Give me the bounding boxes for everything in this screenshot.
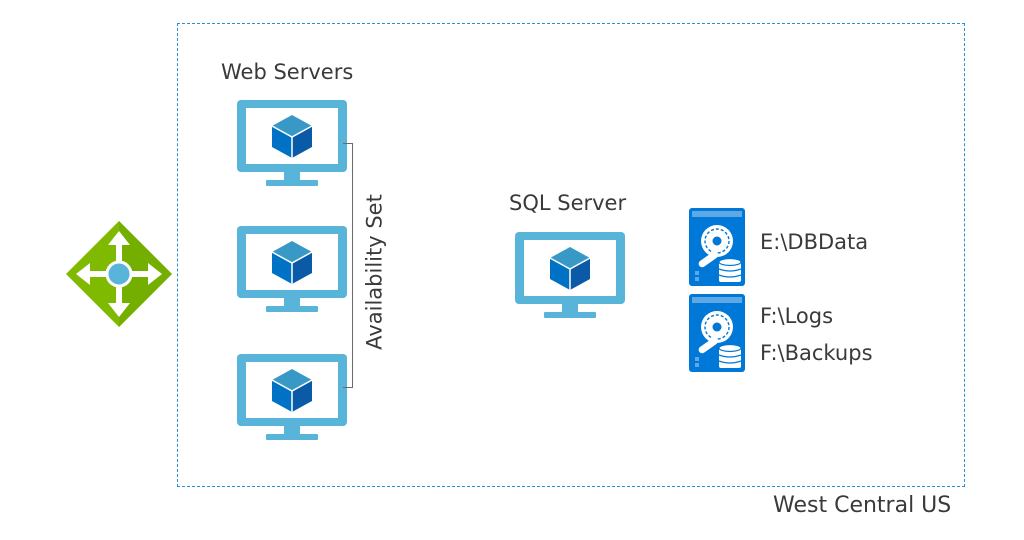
sql-server-label: SQL Server bbox=[509, 191, 627, 215]
backup-disk-label: F:\Backups bbox=[760, 341, 873, 365]
load-balancer-icon bbox=[66, 221, 172, 327]
data-disk-icon bbox=[689, 208, 745, 286]
availability-set-label: Availability Set bbox=[362, 194, 387, 350]
region-boundary bbox=[177, 23, 965, 487]
web-server-2-vm-icon bbox=[237, 226, 347, 313]
log-disk-label: F:\Logs bbox=[760, 304, 834, 328]
web-server-1-vm-icon bbox=[237, 100, 347, 187]
sql-server-vm-icon bbox=[515, 232, 625, 319]
web-server-3-vm-icon bbox=[237, 354, 347, 441]
region-label: West Central US bbox=[773, 493, 952, 518]
log-backup-disk-icon bbox=[689, 294, 745, 372]
web-servers-label: Web Servers bbox=[221, 60, 354, 84]
data-disk-label: E:\DBData bbox=[760, 230, 869, 254]
availability-set-bracket bbox=[343, 143, 353, 388]
